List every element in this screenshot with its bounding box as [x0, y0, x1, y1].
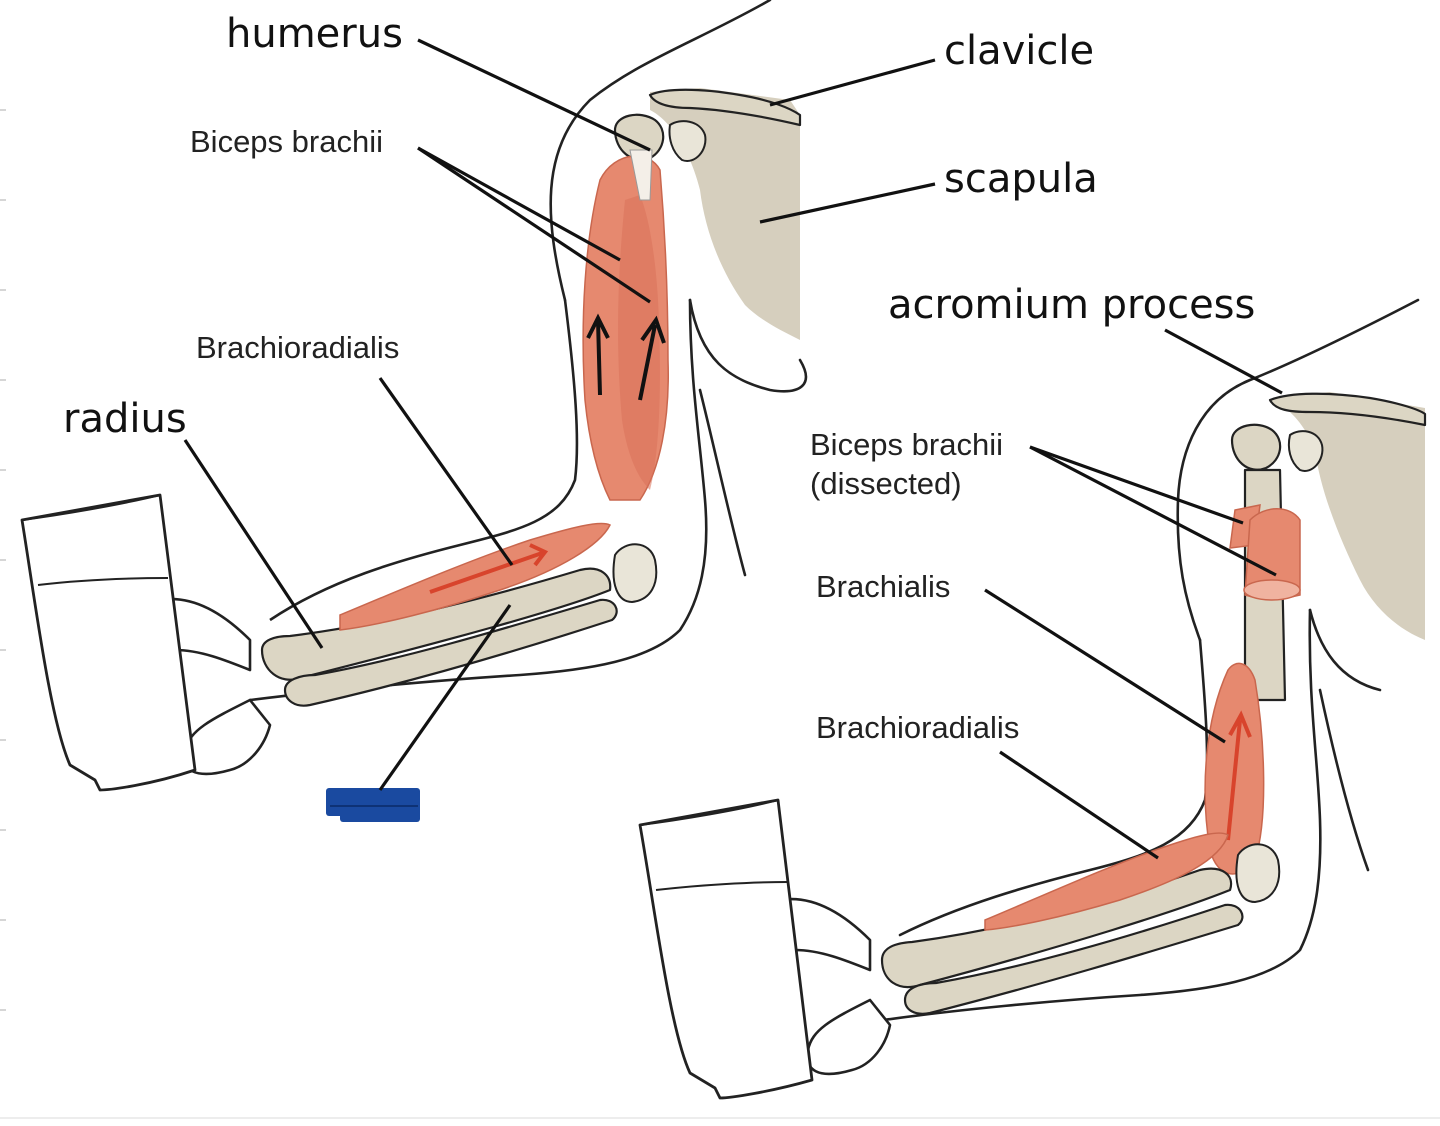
left-hand — [182, 698, 272, 776]
leader-brachioradialis-left — [378, 377, 514, 566]
left-clavicle — [648, 88, 802, 127]
leader-biceps-right-2 — [1029, 445, 1277, 577]
left-armpit-outline — [688, 298, 808, 393]
left-coracoid — [668, 120, 707, 162]
left-back-arm-outline — [698, 388, 747, 577]
blue-rectangle-marker-icon — [326, 788, 420, 822]
label-brachioradialis-right: Brachioradialis — [816, 710, 1019, 745]
right-armpit-outline — [1308, 608, 1382, 692]
left-biceps-shade — [618, 195, 660, 490]
right-brachialis-arrow — [1226, 710, 1252, 841]
left-elbow-joint — [612, 543, 658, 604]
right-biceps-cut-end — [1243, 579, 1301, 601]
leader-biceps-right-1 — [1029, 445, 1244, 525]
label-brachialis: Brachialis — [816, 569, 950, 604]
left-humerus-head — [613, 113, 665, 161]
right-radius-bone — [880, 867, 1233, 988]
label-humerus: humerus — [226, 11, 403, 57]
left-torso-outline — [549, 0, 772, 302]
leader-brachioradialis-right — [999, 750, 1159, 860]
leader-clavicle — [769, 58, 936, 107]
label-biceps-brachii-right: Biceps brachii — [810, 427, 1003, 462]
labels: humerus clavicle scapula Biceps brachii … — [63, 11, 1255, 745]
label-brachioradialis-left: Brachioradialis — [196, 330, 399, 365]
label-acromium-process: acromium process — [888, 282, 1255, 328]
right-ulna-bone — [903, 903, 1244, 1015]
right-back-arm-outline — [1318, 688, 1370, 872]
left-brachioradialis-arrow — [429, 543, 549, 594]
left-glass-rim — [21, 494, 161, 521]
right-coracoid — [1287, 430, 1324, 472]
right-elbow-joint — [1235, 843, 1281, 904]
right-scapula — [1280, 392, 1425, 640]
right-glass-rim — [639, 799, 779, 826]
leader-brachialis — [984, 588, 1226, 744]
right-glass-water — [655, 881, 789, 891]
label-scapula: scapula — [944, 156, 1098, 202]
left-glass — [20, 493, 197, 792]
leader-radius — [183, 439, 324, 649]
right-glass — [638, 798, 814, 1100]
leader-scapula — [759, 182, 936, 224]
right-hand — [806, 998, 892, 1076]
leader-biceps-left-1 — [417, 146, 621, 262]
label-biceps-dissected: (dissected) — [810, 466, 962, 501]
left-glass-water — [37, 577, 169, 586]
left-upper-arm-skin — [269, 299, 579, 622]
left-biceps-arrow-1 — [586, 313, 610, 396]
label-radius: radius — [63, 396, 187, 442]
left-arm-figure — [20, 0, 808, 822]
right-upper-arm-back — [868, 608, 1322, 1024]
label-clavicle: clavicle — [944, 28, 1094, 74]
right-torso-outline — [1176, 298, 1420, 642]
right-acromion — [1268, 392, 1427, 427]
right-humerus-head — [1230, 423, 1282, 471]
leader-lines — [183, 38, 1283, 860]
leader-acromium — [1164, 328, 1283, 395]
leader-humerus — [417, 38, 651, 152]
left-upper-arm-back — [248, 298, 708, 702]
left-biceps-arrow-2 — [638, 315, 666, 401]
label-biceps-brachii-left: Biceps brachii — [190, 124, 383, 159]
leader-biceps-left-2 — [417, 146, 651, 304]
right-brachioradialis — [984, 832, 1229, 931]
leader-marker — [378, 604, 512, 791]
right-arm-figure — [638, 298, 1427, 1100]
left-biceps-tendon-top — [629, 149, 653, 201]
left-ulna-bone — [283, 598, 618, 707]
frame-ticks — [0, 109, 1440, 1119]
